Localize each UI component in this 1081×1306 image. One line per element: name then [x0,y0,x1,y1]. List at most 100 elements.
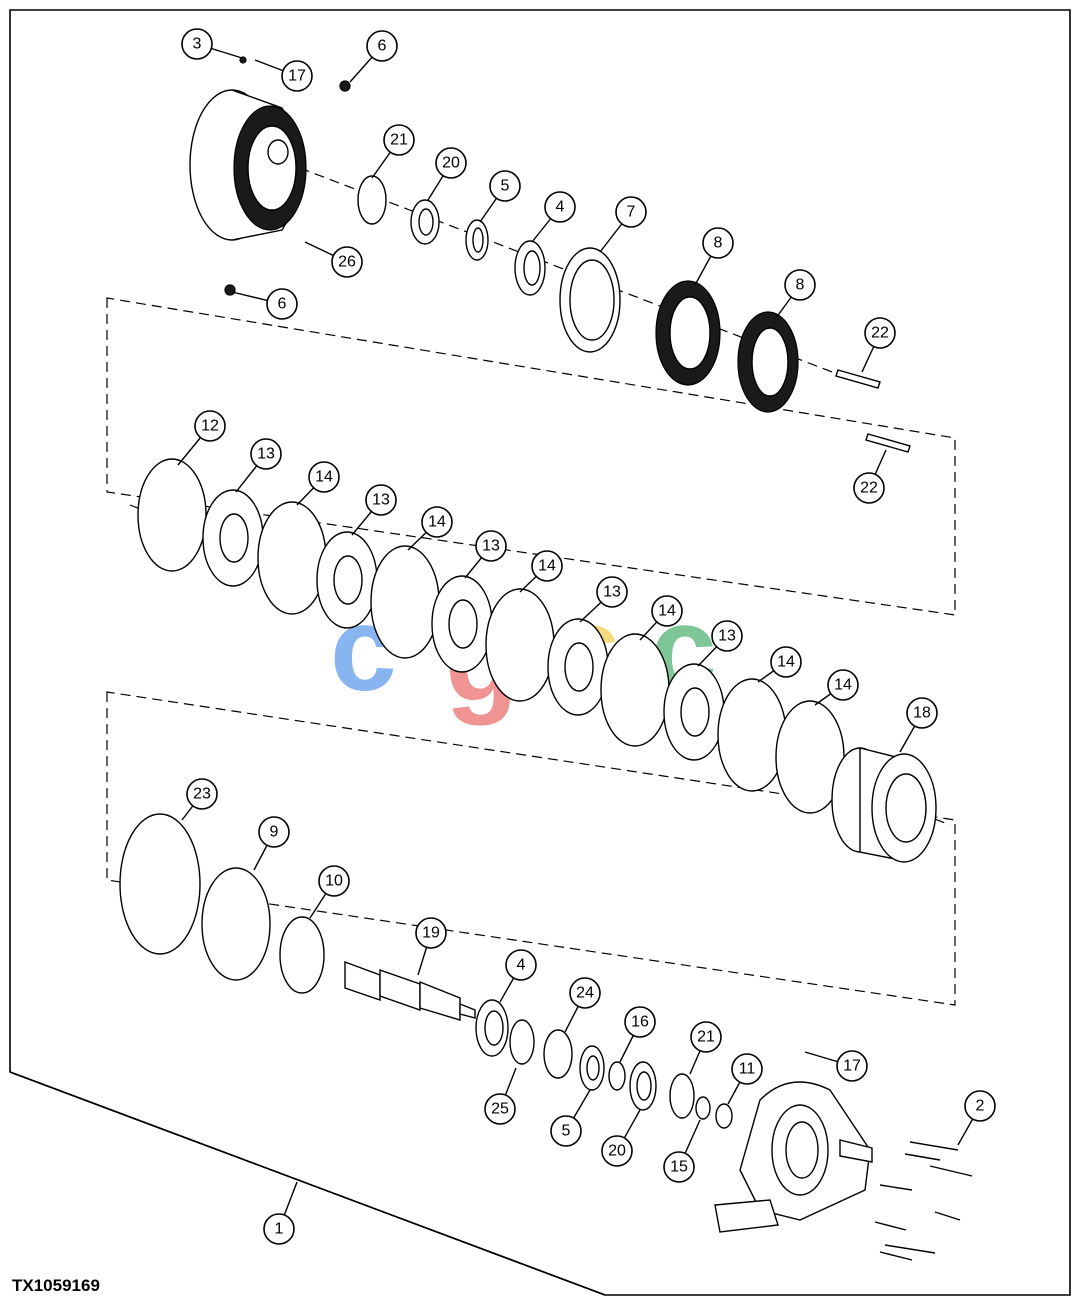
callout-label: 9 [270,824,279,841]
callout-circle [836,1050,868,1082]
callout-label: 15 [670,1159,688,1176]
callout-20: 20 [601,1135,633,1167]
callout-label: 13 [603,584,621,601]
callout-8: 8 [702,227,734,259]
callout-circle [365,484,397,516]
callout-label: 14 [658,603,676,620]
callout-22: 22 [853,472,885,504]
washer-15 [695,1096,711,1120]
callout-label: 7 [627,204,636,221]
callout-21: 21 [383,124,415,156]
callout-label: 17 [288,68,306,85]
callout-label: 14 [834,677,852,694]
callout-circle [194,410,226,442]
callout-circle [484,1093,516,1125]
large-o-ring [119,813,201,955]
rear-housing [714,1081,873,1233]
dashed-assembly-box-upper [106,297,956,616]
callout-label: 21 [390,132,408,149]
callout-label: 19 [422,925,440,942]
callout-3: 3 [181,28,213,60]
callout-label: 5 [501,178,510,195]
callout-label: 1 [275,1221,284,1238]
callout-circle [615,196,647,228]
callout-circle [421,506,453,538]
ring-16 [608,1061,626,1091]
callout-label: 5 [562,1123,571,1140]
callout-22: 22 [864,317,896,349]
callout-label: 14 [315,469,333,486]
callout-14: 14 [770,646,802,678]
callout-13: 13 [711,620,743,652]
callout-circle [415,917,447,949]
callout-label: 4 [556,199,565,216]
figure-id: TX1059169 [12,1276,100,1295]
callout-label: 17 [843,1058,861,1075]
bolts [874,1141,973,1261]
callout-circle [489,170,521,202]
callout-4: 4 [505,949,537,981]
callout-label: 13 [257,446,275,463]
callout-label: 13 [372,492,390,509]
callout-label: 4 [517,957,526,974]
callout-circle [651,595,683,627]
callout-10: 10 [318,865,350,897]
front-housing [189,89,307,241]
callout-11: 11 [731,1053,763,1085]
callout-5: 5 [550,1115,582,1147]
callout-label: 22 [871,325,889,342]
callout-21: 21 [690,1021,722,1053]
callout-label: 23 [193,786,211,803]
nut-11 [715,1103,733,1129]
callout-14: 14 [531,550,563,582]
callout-4: 4 [544,191,576,223]
callout-15: 15 [663,1151,695,1183]
callout-9: 9 [258,816,290,848]
callout-circle [531,550,563,582]
callout-label: 20 [442,155,460,172]
callout-circle [702,227,734,259]
callout-circle [711,620,743,652]
callout-circle [853,472,885,504]
callout-label: 6 [278,296,287,313]
callout-circle [596,576,628,608]
callout-circle [266,288,298,320]
callout-18: 18 [906,697,938,729]
callout-circle [770,646,802,678]
callout-label: 24 [576,985,594,1002]
callout-label: 10 [325,873,343,890]
callout-13: 13 [475,530,507,562]
callout-circle [550,1115,582,1147]
dashed-assembly-box-lower [106,691,956,1006]
clutch-plate-stack [137,458,845,814]
callout-19: 19 [415,917,447,949]
callout-label: 14 [428,514,446,531]
callout-circle [544,191,576,223]
callout-label: 6 [378,38,387,55]
callout-label: 8 [796,277,805,294]
o-ring-25 [509,1019,535,1065]
callout-circle [731,1053,763,1085]
callout-label: 11 [739,1061,756,1078]
callout-label: 25 [491,1101,509,1118]
callout-circle [318,865,350,897]
pin [835,369,881,389]
callout-circle [308,461,340,493]
callout-13: 13 [365,484,397,516]
o-ring-24 [543,1029,573,1079]
callout-17: 17 [281,60,313,92]
callout-label: 14 [538,558,556,575]
callout-circle [827,669,859,701]
callout-label: 13 [482,538,500,555]
callout-circle [906,697,938,729]
callout-circle [784,269,816,301]
callout-circle [435,147,467,179]
callout-circle [263,1213,295,1245]
callout-14: 14 [651,595,683,627]
callout-8: 8 [784,269,816,301]
callout-label: 2 [976,1098,985,1115]
callout-label: 14 [777,654,795,671]
callout-2: 2 [964,1090,996,1122]
callout-circle [181,28,213,60]
